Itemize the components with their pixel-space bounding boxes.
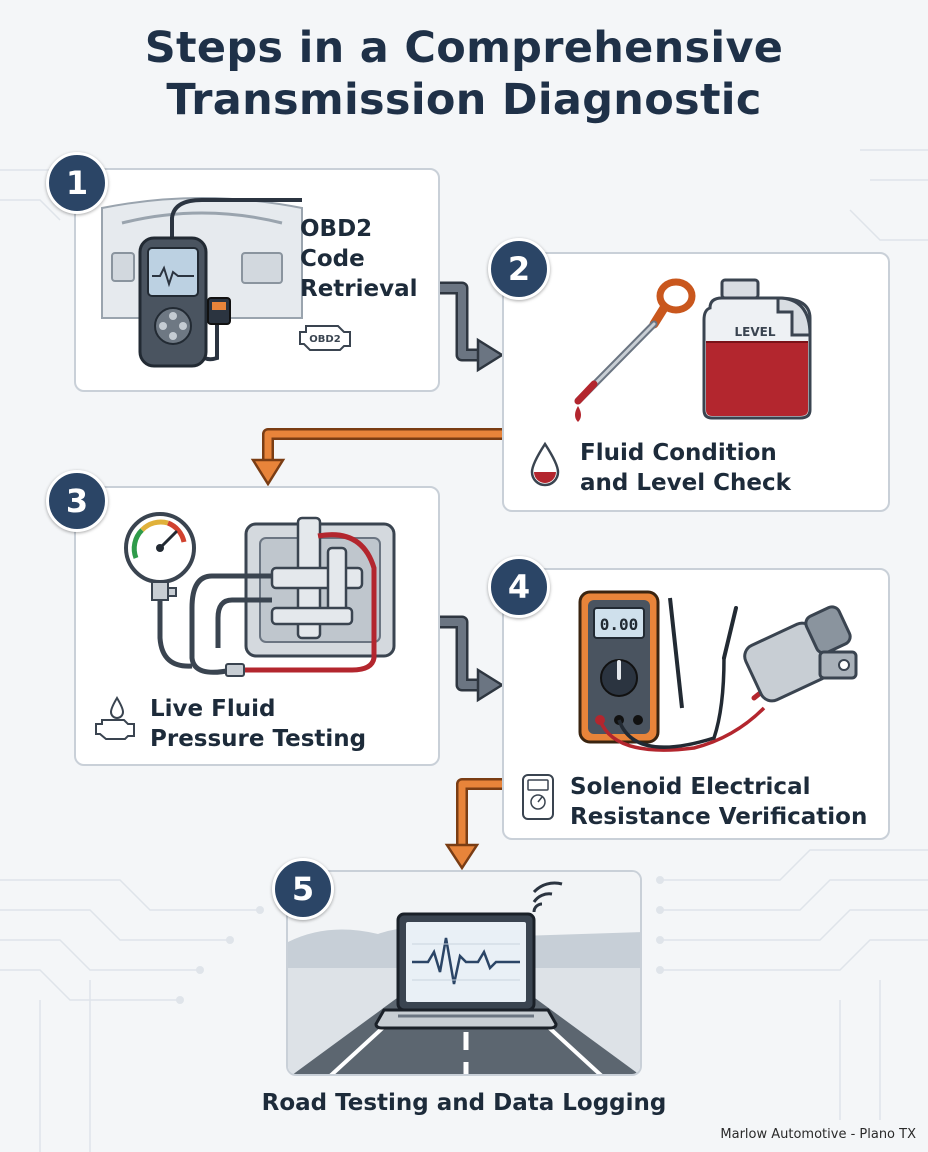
step2-card: LEVEL Fluid Condition and Level Check	[502, 252, 890, 512]
step5-badge: 5	[272, 858, 334, 920]
multimeter-icon	[522, 774, 554, 820]
step1-title: OBD2 Code Retrieval	[300, 216, 418, 302]
step3-title: Live Fluid Pressure Testing	[150, 696, 367, 752]
step3-card: Live Fluid Pressure Testing	[74, 486, 440, 766]
fluid-drop-icon	[530, 441, 560, 487]
pressure-gauge-and-valve-body-illustration	[124, 512, 396, 677]
dipstick-illustration	[574, 278, 696, 422]
road-and-laptop-illustration	[288, 872, 640, 1074]
obd2-icon-label: OBD2	[309, 334, 340, 345]
multimeter-readout: 0.00	[600, 615, 639, 634]
page-title: Steps in a Comprehensive Transmission Di…	[144, 23, 784, 125]
jug-level-label: LEVEL	[735, 325, 776, 339]
step1-badge: 1	[46, 152, 108, 214]
step2-title: Fluid Condition and Level Check	[580, 440, 791, 496]
step5-card	[286, 870, 642, 1076]
multimeter-and-solenoid-illustration: 0.00	[578, 590, 858, 752]
fluid-jug-illustration: LEVEL	[702, 278, 812, 420]
step4-title: Solenoid Electrical Resistance Verificat…	[570, 774, 868, 830]
check-engine-icon: OBD2	[299, 325, 351, 351]
step4-badge: 4	[488, 556, 550, 618]
engine-fluid-icon	[95, 696, 135, 740]
step3-badge: 3	[46, 470, 108, 532]
obd2-scanner-illustration	[101, 197, 303, 368]
footer-credit: Marlow Automotive - Plano TX	[720, 1127, 916, 1142]
step2-badge: 2	[488, 238, 550, 300]
step4-card: 0.00 Solenoid Electrical Resistance Veri…	[502, 568, 890, 840]
step1-card: OBD2 Code Retrieval OBD2	[74, 168, 440, 392]
step5-title: Road Testing and Data Logging	[261, 1090, 667, 1116]
